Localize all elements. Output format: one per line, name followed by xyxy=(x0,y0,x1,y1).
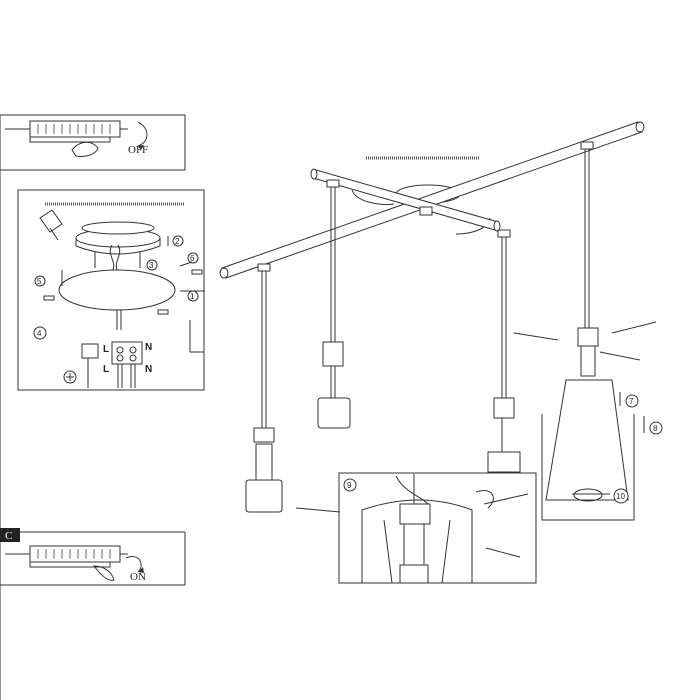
step-10: 10 xyxy=(572,488,629,504)
pendant-1 xyxy=(245,263,283,513)
support-rod-long xyxy=(219,121,645,279)
wire-label-n-bottom: N xyxy=(145,364,152,375)
section-c-badge xyxy=(0,528,20,542)
mount-panel: 2 3 5 6 1 xyxy=(17,189,205,391)
screw-icon xyxy=(513,321,657,361)
canopy xyxy=(58,269,176,330)
fixture: 7 8 10 xyxy=(219,121,663,521)
drill-icon xyxy=(39,209,63,241)
ceiling-bracket xyxy=(75,221,161,255)
svg-text:7: 7 xyxy=(629,397,634,406)
screw-icon xyxy=(43,269,203,315)
step-8: 8 xyxy=(643,416,663,435)
wire-label-l-bottom: L xyxy=(103,364,109,375)
pendant-4 xyxy=(541,141,635,521)
rotate-arrow-icon xyxy=(125,556,144,573)
breaker-switch-off xyxy=(5,120,128,143)
wire-label-l-top: L xyxy=(103,344,109,355)
pendant-3 xyxy=(487,229,521,473)
step-2: 2 xyxy=(167,235,184,247)
screw-icon xyxy=(295,507,341,513)
wire-label-n-top: N xyxy=(145,342,152,353)
step-1: 1 xyxy=(180,290,205,302)
svg-text:10: 10 xyxy=(616,492,625,501)
svg-text:8: 8 xyxy=(653,424,658,433)
svg-text:9: 9 xyxy=(347,481,352,490)
step-5: 5 xyxy=(34,270,63,287)
svg-text:5: 5 xyxy=(37,277,42,286)
on-panel: C ON xyxy=(0,528,186,586)
step-9: 9 xyxy=(343,478,357,492)
screw-icon xyxy=(94,244,141,273)
breaker-switch-on xyxy=(5,545,128,568)
hand-icon xyxy=(71,141,99,157)
inset-panel: 9 xyxy=(295,472,537,584)
step-3: 3 xyxy=(146,259,158,271)
screw-icon xyxy=(475,490,529,558)
section-c-letter: C xyxy=(5,530,12,542)
rotate-arrow-icon xyxy=(137,121,148,150)
svg-text:3: 3 xyxy=(149,261,154,270)
pendant-2 xyxy=(317,179,351,429)
svg-text:6: 6 xyxy=(190,254,195,263)
svg-text:4: 4 xyxy=(37,329,42,338)
step-6: 6 xyxy=(179,252,199,267)
hand-icon xyxy=(92,565,115,581)
svg-text:2: 2 xyxy=(175,237,180,246)
off-label: OFF xyxy=(128,144,148,156)
off-panel: OFF xyxy=(0,114,186,700)
terminal-block xyxy=(81,341,143,388)
step-4: 4 xyxy=(33,326,47,340)
on-label: ON xyxy=(130,571,146,583)
ground-icon xyxy=(63,370,77,384)
step-7: 7 xyxy=(619,392,639,408)
support-rod-cross xyxy=(310,168,501,232)
svg-text:1: 1 xyxy=(190,292,195,301)
